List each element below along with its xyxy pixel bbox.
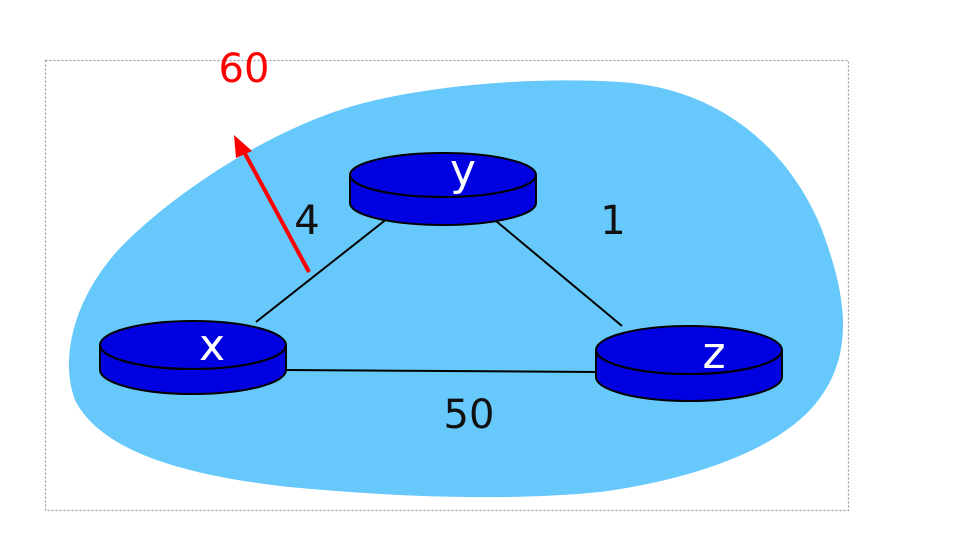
router-label: y [450,145,476,196]
router-x: x [99,320,287,395]
new-link-cost: 60 [219,46,270,92]
cost-change-arrow [234,135,311,273]
router-y: y [349,145,537,226]
router-label: x [199,320,225,371]
router-icon [99,320,287,395]
link-y-z [489,215,623,327]
link-x-y [255,217,389,323]
diagram-frame [44,59,850,512]
router-icon [349,152,537,226]
link-x-z [284,369,598,373]
router-label: z [702,328,725,379]
link-cost-y-z: 1 [600,198,625,244]
link-cost-x-y: 4 [294,198,319,244]
link-cost-x-z: 50 [444,392,495,438]
router-icon [595,325,783,402]
router-z: z [595,325,783,402]
